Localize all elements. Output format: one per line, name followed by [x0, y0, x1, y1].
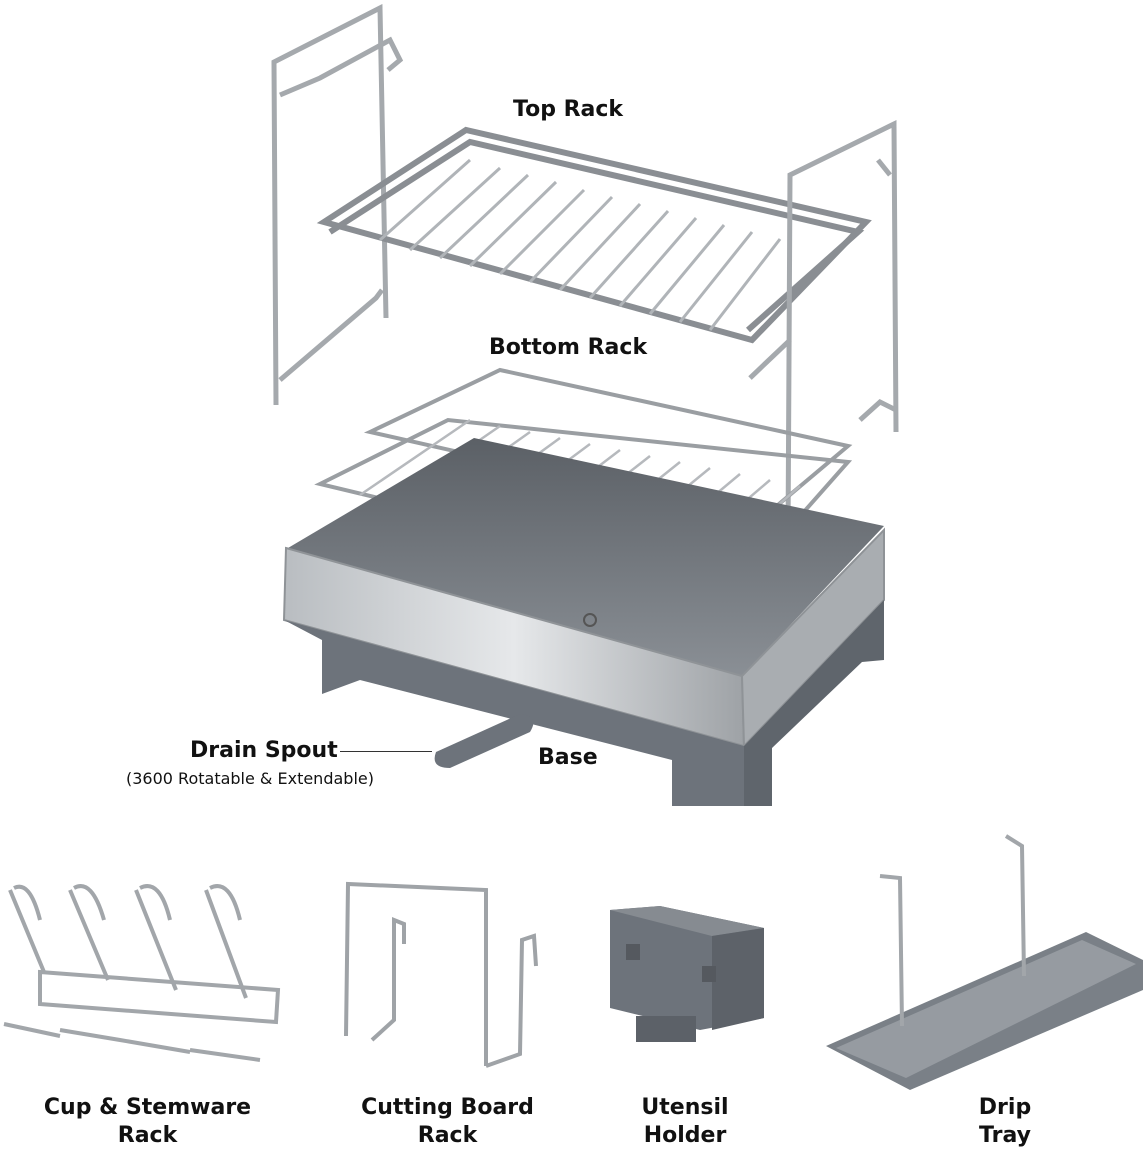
right-side-frame	[748, 120, 899, 541]
cup-stemware-rack-label-line1: Cup & Stemware	[43, 1095, 252, 1120]
drain-spout-note: (3600 Rotatable & Extendable)	[126, 769, 374, 788]
cutting-board-rack-label: Cutting Board Rack	[355, 1094, 540, 1150]
base-label: Base	[538, 745, 598, 770]
left-side-frame	[271, 3, 404, 406]
utensil-holder-label-line2: Holder	[643, 1123, 727, 1148]
cup-stemware-rack-label-line2: Rack	[117, 1123, 178, 1148]
cup-stemware-rack	[3, 884, 281, 1062]
top-rack-wires	[379, 158, 782, 331]
cup-stemware-rack-label: Cup & Stemware Rack	[40, 1094, 255, 1150]
drip-tray	[826, 834, 1143, 1090]
utensil-holder-label: Utensil Holder	[625, 1094, 745, 1150]
utensil-holder-label-line1: Utensil	[641, 1095, 729, 1120]
top-rack-label: Top Rack	[513, 97, 624, 122]
bottom-rack-label: Bottom Rack	[489, 335, 648, 360]
drain-spout-leader-line	[340, 751, 432, 752]
drain-spout	[434, 714, 534, 768]
drip-tray-label-line1: Drip	[978, 1095, 1032, 1120]
top-rack	[316, 126, 872, 344]
base-tray	[282, 438, 885, 806]
cutting-board-rack-label-line1: Cutting Board	[361, 1095, 534, 1120]
drip-tray-label-line2: Tray	[979, 1123, 1031, 1148]
drip-tray-label: Drip Tray	[960, 1094, 1050, 1150]
cutting-board-rack-label-line2: Rack	[417, 1123, 478, 1148]
utensil-holder	[610, 906, 764, 1042]
drain-spout-label: Drain Spout	[190, 738, 338, 763]
cutting-board-rack	[344, 881, 538, 1068]
